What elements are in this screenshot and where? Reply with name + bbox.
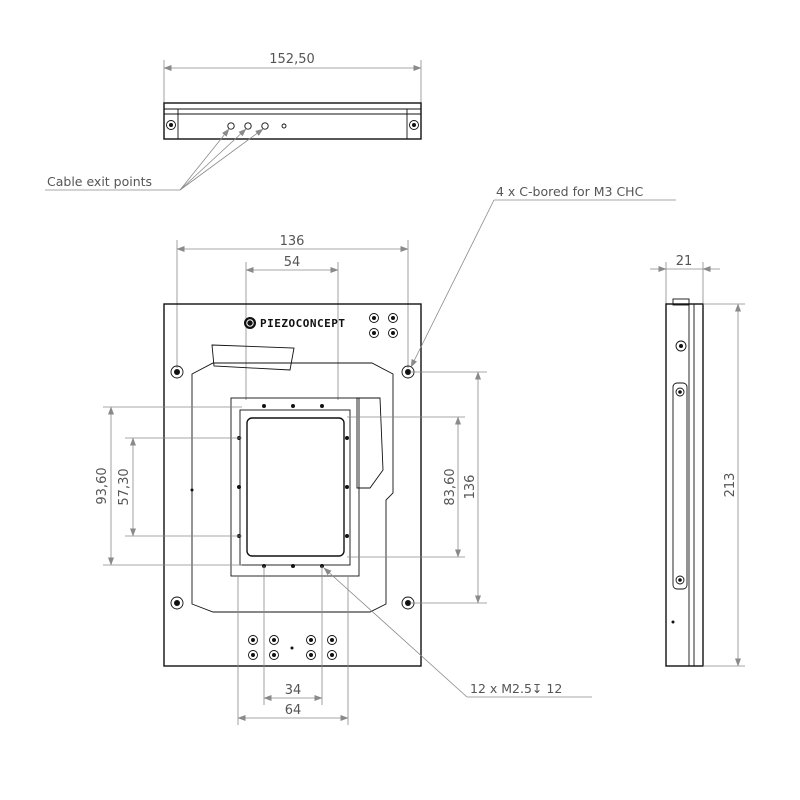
top-right-screws [369, 313, 398, 338]
side-view: 21 213 [650, 254, 745, 667]
aperture [246, 417, 345, 557]
cable-exit-3 [261, 122, 269, 130]
logo-icon [244, 317, 256, 329]
cable-exit-1 [227, 122, 235, 130]
dim-left-inner-height: 57,30 [117, 468, 132, 505]
cable-exit-2 [244, 122, 252, 130]
front-view: 136 54 PIEZOCONCEPT [95, 184, 676, 725]
cable-exit-label: Cable exit points [47, 174, 152, 189]
dim-side-height: 213 [723, 473, 738, 498]
dim-side-thickness: 21 [676, 254, 693, 269]
cbore-holes [170, 365, 415, 610]
cbore-label: 4 x C-bored for M3 CHC [496, 184, 644, 199]
tapped-holes [237, 404, 349, 568]
dim-bottom-inner-width: 34 [285, 683, 302, 698]
top-view: 152,50 Cable exit points [45, 52, 422, 191]
dim-bottom-outer-width: 64 [285, 703, 302, 718]
stage-frame [191, 362, 394, 613]
dim-right-outer-height: 136 [463, 475, 478, 500]
dim-front-outer-width: 136 [280, 234, 305, 249]
bottom-screws [248, 635, 337, 660]
brand-logo: PIEZOCONCEPT [260, 317, 345, 330]
dim-left-outer-height: 93,60 [95, 467, 110, 504]
dim-right-inner-height: 83,60 [443, 468, 458, 505]
dim-top-width: 152,50 [269, 52, 315, 67]
tapped-label: 12 x M2.5↧ 12 [470, 681, 562, 696]
dim-front-inner-width: 54 [284, 255, 301, 270]
